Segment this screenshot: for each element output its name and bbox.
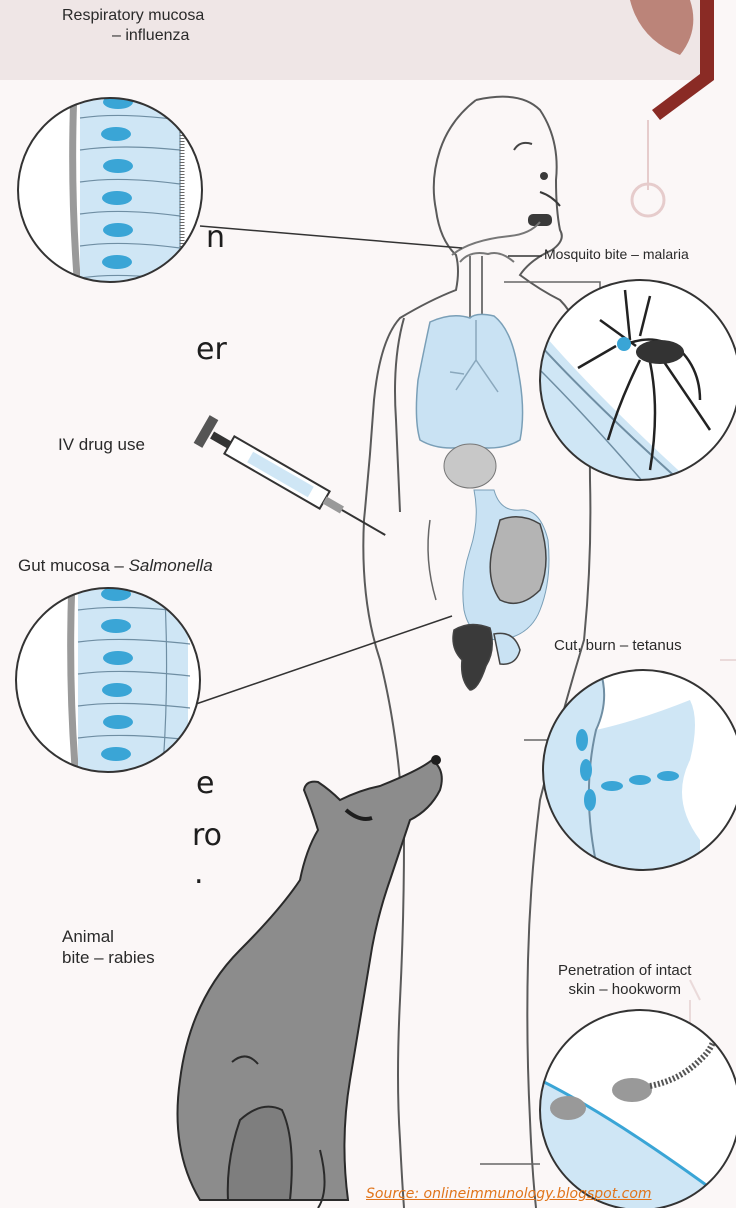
gut-mucosa-inset xyxy=(16,580,200,780)
label-mosquito-bite: Mosquito bite – malaria xyxy=(544,246,689,264)
label-respiratory-line1: Respiratory mucosa xyxy=(62,6,204,26)
label-gut-prefix: Gut mucosa – xyxy=(18,556,129,575)
stomach xyxy=(444,444,496,488)
label-cut-burn: Cut, burn – tetanus xyxy=(554,637,682,656)
airway xyxy=(452,222,540,318)
label-animal-line1: Animal xyxy=(62,926,155,947)
respiratory-mucosa-inset xyxy=(18,90,202,290)
slide-fragment-4: ro xyxy=(192,818,222,853)
cut-inset xyxy=(540,670,736,880)
label-animal-line2: bite – rabies xyxy=(62,947,155,968)
label-animal-bite: Animal bite – rabies xyxy=(62,926,155,969)
label-skin-line1: Penetration of intact xyxy=(558,962,691,981)
label-skin-penetration: Penetration of intact skin – hookworm xyxy=(558,962,691,1000)
label-skin-line2: skin – hookworm xyxy=(558,981,691,1000)
mosquito-inset xyxy=(540,280,736,490)
label-iv-drug-use: IV drug use xyxy=(58,434,145,455)
source-link[interactable]: Source: onlineimmunology.blogspot.com xyxy=(366,1186,652,1202)
label-respiratory-line2: – influenza xyxy=(62,26,204,46)
label-gut-organism: Salmonella xyxy=(129,556,213,575)
lungs xyxy=(416,314,522,448)
slide-fragment-5: . xyxy=(194,856,204,891)
slide-fragment-1: n xyxy=(206,220,225,255)
face xyxy=(514,143,560,226)
hookworm-inset xyxy=(540,1010,736,1208)
label-gut-mucosa: Gut mucosa – Salmonella xyxy=(18,555,213,576)
label-respiratory-mucosa: Respiratory mucosa – influenza xyxy=(62,6,204,46)
slide-fragment-2: er xyxy=(196,332,227,367)
slide-fragment-3: e xyxy=(196,766,214,801)
